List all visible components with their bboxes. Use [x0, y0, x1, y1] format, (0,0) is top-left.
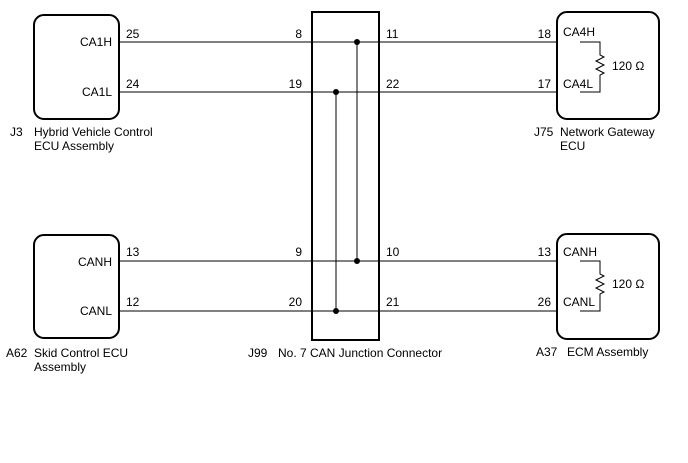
pin-label-ca1h: CA1H: [80, 35, 112, 49]
resistor-value: 120 Ω: [612, 59, 644, 73]
component-code: J3: [10, 125, 23, 139]
pin-number: 24: [126, 77, 140, 91]
component-name: Hybrid Vehicle Control: [34, 125, 153, 139]
pin-label-ca1l: CA1L: [82, 85, 112, 99]
resistor-value: 120 Ω: [612, 277, 644, 291]
junction-dot: [333, 308, 339, 314]
ecm-box: [556, 233, 660, 340]
pin-number: 12: [126, 295, 140, 309]
junction-pin-left: 8: [295, 27, 302, 41]
junction-pin-left: 9: [295, 245, 302, 259]
pin-number: 25: [126, 27, 140, 41]
junction-pin-right: 11: [386, 27, 399, 41]
pin-label-canh: CANH: [78, 255, 112, 269]
junction-dot: [333, 89, 339, 95]
pin-number: 13: [538, 245, 552, 259]
pin-number: 26: [538, 295, 552, 309]
pin-label-canl: CANL: [80, 304, 112, 318]
component-name: No. 7 CAN Junction Connector: [278, 346, 442, 360]
component-name: ECM Assembly: [567, 345, 648, 359]
pin-number: 13: [126, 245, 140, 259]
pin-number: 18: [538, 27, 552, 41]
junction-pin-right: 22: [386, 77, 400, 91]
component-name: ECU Assembly: [34, 139, 114, 153]
component-code: A37: [536, 345, 558, 359]
component-name: Network Gateway: [560, 125, 655, 139]
junction-pin-right: 10: [386, 245, 400, 259]
junction-pin-left: 19: [289, 77, 303, 91]
component-name: Skid Control ECU: [34, 346, 128, 360]
pin-label-canl: CANL: [563, 295, 595, 309]
component-name: ECU: [560, 139, 585, 153]
component-code: J99: [248, 346, 268, 360]
junction-pin-right: 21: [386, 295, 400, 309]
gateway-resistor-symbol: [580, 41, 606, 93]
pin-label-ca4l: CA4L: [563, 77, 593, 91]
pin-number: 17: [538, 77, 552, 91]
component-code: A62: [6, 346, 28, 360]
pin-label-canh: CANH: [563, 245, 597, 259]
skid-ecu-box: [33, 234, 120, 339]
component-code: J75: [534, 125, 554, 139]
pin-label-ca4h: CA4H: [563, 25, 595, 39]
junction-dot: [354, 39, 360, 45]
component-name: Assembly: [34, 360, 86, 374]
junction-connector-box: [311, 11, 380, 341]
junction-pin-left: 20: [289, 295, 303, 309]
junction-dot: [354, 258, 360, 264]
ecm-resistor-symbol: [580, 260, 606, 312]
hybrid-ecu-box: [33, 14, 120, 120]
